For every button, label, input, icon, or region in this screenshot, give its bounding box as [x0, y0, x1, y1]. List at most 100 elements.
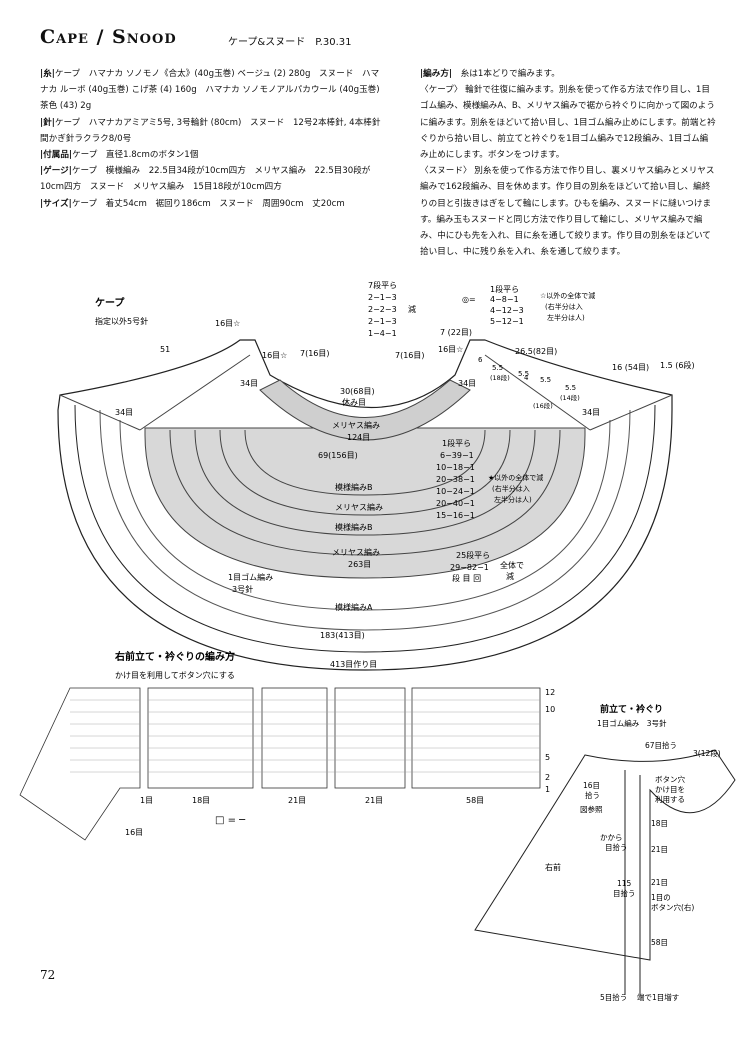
dec-right-note1: ☆以外の全体で減 — [540, 291, 595, 300]
dec-mid-4: 10−24−1 — [436, 487, 475, 496]
dec-mid-title: 1段平ら — [442, 438, 471, 448]
label-16: 16目 — [125, 828, 143, 837]
dim-6: 6 — [478, 356, 483, 364]
zone-meriyasu-263: メリヤス編み — [332, 547, 380, 557]
dec-mid-note3: 左半分は人) — [494, 495, 532, 504]
dim-5-5b: 5.5 — [518, 370, 529, 378]
needle-text: ケープ ハマナカアミアミ5号, 3号輪針 (80cm) スヌード 12号2本棒針… — [40, 117, 390, 144]
front-band-chart: 右前立て・衿ぐりの編み方 かけ目を利用してボタン穴にする 12 10 5 2 1… — [19, 650, 555, 841]
right-front-label: 右前 — [545, 862, 561, 872]
rows-1: 1 — [545, 785, 550, 794]
pick-1: かから — [600, 833, 623, 842]
dim-30-68: 30(68目) — [340, 387, 375, 396]
band-line — [194, 429, 536, 536]
dec-top-note: 減 — [408, 304, 416, 314]
notions-row: |付属品|ケープ 直径1.8cmのボタン1個 — [40, 147, 385, 163]
dim-183-413: 183(413目) — [320, 631, 365, 640]
rib-label: 1目ゴム編み — [228, 572, 273, 582]
dec-right-3: 5−12−1 — [490, 317, 524, 326]
dec-top-3: 2−1−3 — [368, 317, 397, 326]
size-label: |サイズ| — [40, 198, 72, 209]
front-chart-note: かけ目を利用してボタン穴にする — [115, 670, 235, 680]
dim-16-rows: (16段) — [533, 401, 553, 410]
dim-51: 51 — [160, 345, 170, 354]
dec-top-4: 1−4−1 — [368, 329, 397, 338]
band-line — [99, 409, 631, 631]
rows-10: 10 — [545, 705, 555, 714]
wedge-line — [484, 354, 591, 431]
label-1: 1目 — [140, 796, 153, 805]
zone-pattern-a: 模様編みA — [335, 602, 373, 612]
d115b: 目拾う — [613, 888, 636, 898]
dec-mid-3: 20−38−1 — [436, 475, 475, 484]
dec-mid-note1: ★以外の全体で減 — [488, 473, 543, 482]
buttonhole-3: 利用する — [655, 794, 685, 804]
front-band-schematic: 前立て・衿ぐり 1目ゴム編み 3号針 67目拾う 3(12段) 16目 拾う 図… — [474, 703, 736, 1002]
bottom-2: 端で1目増す — [637, 992, 679, 1002]
buttonhole-1: ボタン穴 — [655, 774, 685, 784]
dec-right-1: 4−8−1 — [490, 295, 519, 304]
dim-5-5a: 5.5 — [492, 364, 503, 372]
yarn-label: |糸| — [40, 69, 55, 79]
wedge-line — [589, 394, 673, 431]
ref-note: 図参照 — [580, 804, 603, 814]
dim-7-22: 7 (22目) — [440, 328, 472, 337]
notions-text: ケープ 直径1.8cmのボタン1個 — [72, 150, 199, 161]
dec-mid-2: 10−18−1 — [436, 463, 475, 472]
page-number: 72 — [40, 968, 56, 982]
schematic-title: 前立て・衿ぐり — [600, 703, 663, 715]
materials-section: |糸|ケープ ハマナカ ソノモノ《合太》(40g玉巻) ベージュ (2) 280… — [40, 66, 389, 212]
dec-right-title: 1段平ら — [490, 284, 519, 294]
band-line — [169, 429, 561, 556]
dim-16-left: 16目☆ — [215, 319, 240, 328]
wedge-line — [59, 394, 141, 431]
dim-18-rows: (18段) — [490, 373, 510, 382]
dim-34-left2: 34目 — [115, 408, 133, 417]
dec-top-title: 7段平ら — [368, 280, 397, 290]
page-subtitle: ケープ&スヌード P.30.31 — [228, 37, 352, 48]
dim-26-5: 26.5(82目) — [515, 347, 557, 356]
zone-rest: 休み目 — [342, 397, 366, 407]
label-21b: 21目 — [365, 796, 383, 805]
dim-16b: 拾う — [585, 790, 600, 800]
dim-14-rows: (14段) — [560, 393, 580, 402]
dim-16-54: 16 (54目) — [612, 363, 649, 372]
neck-region — [259, 379, 471, 441]
dim-34-left: 34目 — [240, 379, 258, 388]
dec-low-title: 25段平ら — [456, 550, 490, 560]
pick-2: 目拾う — [605, 842, 628, 852]
dim-16: 16目 — [583, 781, 600, 790]
method-intro-row: |編み方| 糸は1本どりで編みます。 — [420, 66, 716, 82]
method-section: |編み方| 糸は1本どりで編みます。 〈ケープ〉 輪針で往復に編みます。別糸を使… — [420, 66, 716, 260]
bottom-1: 5目拾う — [600, 992, 627, 1002]
needle-row: |針|ケープ ハマナカアミアミ5号, 3号輪針 (80cm) スヌード 12号2… — [40, 115, 389, 147]
zone-pattern-b2: 模様編みB — [335, 522, 373, 532]
right-front-outline — [474, 749, 736, 961]
dec-low-note1: 全体で — [500, 560, 524, 570]
dim-413-cast: 413目作り目 — [330, 659, 377, 669]
dim-7-16: 7(16目) — [300, 349, 330, 358]
cape-method-text: 〈ケープ〉 輪針で往復に編みます。別糸を使って作る方法で作り目し、1目ゴム編み、… — [420, 85, 716, 161]
dim-16-right: 16目☆ — [438, 345, 463, 354]
rib-line — [74, 404, 656, 653]
buttonhole-2: かけ目を — [655, 785, 685, 794]
dec-right-note2: (右半分は入 — [545, 302, 583, 311]
dim-67: 67目拾う — [645, 740, 677, 750]
d115: 115 — [617, 879, 632, 888]
cape-needle-note: 指定以外5号針 — [95, 316, 148, 326]
gauge-text: ケープ 模様編み 22.5目34段が10cm四方 メリヤス編み 22.5目30段… — [40, 166, 371, 193]
label-21a: 21目 — [288, 796, 306, 805]
band-line — [219, 429, 511, 516]
yarn-text: ケープ ハマナカ ソノモノ《合太》(40g玉巻) ベージュ (2) 280g ス… — [40, 69, 380, 112]
dec-mid-5: 20−40−1 — [436, 499, 475, 508]
rows-2: 2 — [545, 773, 550, 782]
chart-gridlines — [70, 699, 540, 773]
dec-mid-note2: (右半分は入 — [492, 484, 530, 493]
d58: 58目 — [651, 938, 668, 947]
wedge-line — [139, 354, 251, 431]
d18: 18目 — [651, 819, 668, 828]
notions-label: |付属品| — [40, 150, 73, 161]
snood-method-text: 〈スヌード〉 別糸を使って作る方法で作り目し、裏メリヤス編みとメリヤス編みで16… — [420, 166, 715, 258]
zone-263: 263目 — [348, 560, 371, 569]
dec-top-2: 2−2−3 — [368, 305, 397, 314]
